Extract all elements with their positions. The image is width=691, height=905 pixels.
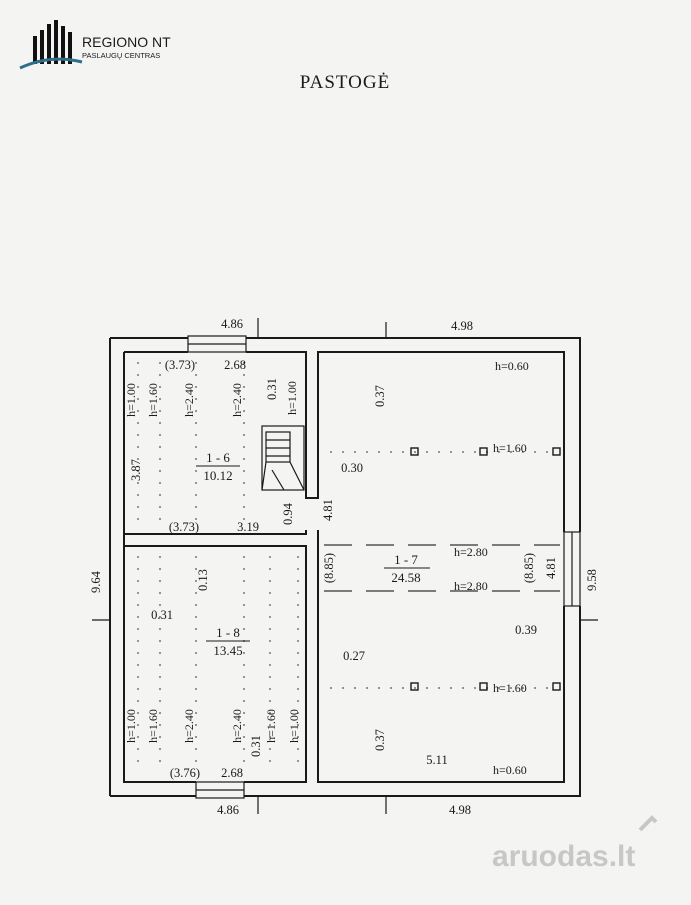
height-label: h=0.60 bbox=[495, 359, 529, 373]
dim-r16-top-paren: (3.73) bbox=[165, 358, 195, 372]
room-labels: 1 - 6 10.12 1 - 7 24.58 1 - 8 13.45 bbox=[196, 450, 430, 658]
dim-r17-right-wall: 0.39 bbox=[515, 623, 537, 637]
window-top bbox=[187, 335, 247, 353]
logo-tagline: PASLAUGŲ CENTRAS bbox=[82, 51, 160, 60]
dim-r18-gap: 0.13 bbox=[196, 569, 210, 591]
staircase bbox=[261, 425, 305, 491]
dim-r17-right-paren: (8.85) bbox=[522, 553, 536, 583]
dim-r17-left-paren: (8.85) bbox=[322, 553, 336, 583]
dimension-ticks bbox=[92, 318, 598, 814]
room-id: 1 - 8 bbox=[216, 625, 240, 640]
room-area: 13.45 bbox=[213, 643, 242, 658]
dim-top-right: 4.98 bbox=[451, 319, 473, 333]
dim-r17-left-v: 4.81 bbox=[321, 499, 335, 521]
dim-left-total: 9.64 bbox=[89, 570, 103, 593]
dim-bottom-left: 4.86 bbox=[217, 803, 239, 817]
dim-bottom-right: 4.98 bbox=[449, 803, 471, 817]
watermark: aruodas.lt bbox=[492, 815, 658, 873]
logo-name: REGIONO NT bbox=[82, 34, 171, 50]
height-label: h=2.80 bbox=[454, 579, 488, 593]
dimension-labels: 4.86 4.98 4.86 4.98 9.64 9.58 (3.73) 2.6… bbox=[89, 317, 599, 817]
room-id: 1 - 6 bbox=[206, 450, 230, 465]
height-label: h=1.00 bbox=[124, 383, 138, 417]
logo-swoosh bbox=[19, 57, 83, 70]
height-lines bbox=[137, 362, 556, 772]
dim-r18-top: 3.19 bbox=[237, 520, 259, 534]
plan-title: PASTOGĖ bbox=[300, 72, 390, 93]
dim-r18-bottom-left-v: 0.31 bbox=[249, 735, 263, 757]
room-1-8: 1 - 8 13.45 bbox=[206, 625, 250, 658]
height-label: h=1.60 bbox=[493, 441, 527, 455]
height-label: h=1.00 bbox=[287, 709, 301, 743]
dim-r16-mid: (3.73) bbox=[169, 520, 199, 534]
room-area: 10.12 bbox=[203, 468, 232, 483]
dim-r16-right-small: 0.94 bbox=[281, 502, 295, 525]
room-1-7: 1 - 7 24.58 bbox=[384, 552, 430, 585]
height-label: h=1.00 bbox=[124, 709, 138, 743]
logo-building-icon bbox=[33, 20, 72, 64]
dim-r16-left: 3.87 bbox=[129, 459, 143, 481]
height-label: h=1.60 bbox=[146, 709, 160, 743]
height-label: h=2.40 bbox=[182, 709, 196, 743]
height-labels: h=1.00 h=1.60 h=2.40 h=2.40 h=1.60 h=1.0… bbox=[124, 359, 529, 777]
outer-walls bbox=[109, 337, 581, 797]
dim-r16-top: 2.68 bbox=[224, 358, 246, 372]
height-label: h=2.40 bbox=[182, 383, 196, 417]
dim-r18-wall: 0.31 bbox=[151, 608, 173, 622]
height-label: h=1.60 bbox=[493, 681, 527, 695]
dim-top-left: 4.86 bbox=[221, 317, 243, 331]
dim-r17-bottom-len: 5.11 bbox=[426, 753, 447, 767]
dim-right-total: 9.58 bbox=[585, 569, 599, 591]
dim-r18-right: 0.27 bbox=[343, 649, 365, 663]
column-markers bbox=[410, 447, 561, 691]
window-bottom bbox=[195, 781, 245, 799]
dim-r16-top-right-v: 0.31 bbox=[265, 378, 279, 400]
height-label: h=2.40 bbox=[230, 383, 244, 417]
room-id: 1 - 7 bbox=[394, 552, 418, 567]
watermark-roof-icon bbox=[638, 815, 658, 832]
dim-r17-bottom: 0.37 bbox=[373, 729, 387, 751]
window-right bbox=[563, 531, 581, 607]
height-label: h=0.60 bbox=[493, 763, 527, 777]
watermark-text: aruodas.lt bbox=[492, 840, 635, 873]
dim-r18-bottom: 2.68 bbox=[221, 766, 243, 780]
logo: REGIONO NT PASLAUGŲ CENTRAS bbox=[19, 20, 171, 70]
height-label: h=2.80 bbox=[454, 545, 488, 559]
height-label: h=1.60 bbox=[146, 383, 160, 417]
room-1-6: 1 - 6 10.12 bbox=[196, 450, 240, 483]
height-label: h=1.00 bbox=[285, 381, 299, 415]
room-area: 24.58 bbox=[391, 570, 420, 585]
dim-r17-right-v: 4.81 bbox=[544, 557, 558, 579]
height-label: h=2.40 bbox=[230, 709, 244, 743]
height-label: h=1.60 bbox=[264, 709, 278, 743]
dim-r18-bottom-paren: (3.76) bbox=[170, 766, 200, 780]
dim-r17-top: 0.37 bbox=[373, 385, 387, 407]
dim-r17-wall: 0.30 bbox=[341, 461, 363, 475]
